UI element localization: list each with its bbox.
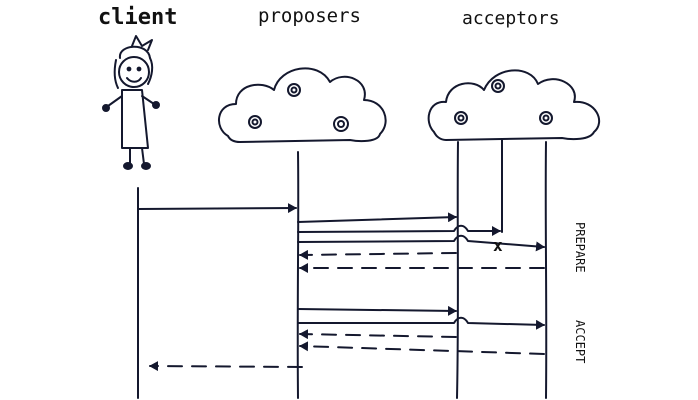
proposers-cloud: [218, 67, 387, 143]
proposer-lifeline: [296, 151, 300, 399]
proposers-label: proposers: [258, 5, 361, 27]
acceptors-cloud-dots: [454, 79, 553, 125]
accept-phase-label: ACCEPT: [573, 320, 587, 363]
accepted-arrow-acceptor-1: [299, 329, 457, 340]
accept-arrow-acceptor-3: [297, 316, 545, 330]
prepare-phase-label: PREPARE: [573, 222, 587, 273]
prepare-arrow-acceptor-3: [297, 234, 545, 252]
prepare-arrow-acceptor-1: [297, 212, 457, 223]
accepted-arrow-acceptor-3: [299, 341, 545, 355]
response-arrow: [149, 361, 303, 372]
messages: [137, 203, 545, 372]
client-figure: [102, 35, 160, 170]
accept-arrow-acceptor-1: [297, 305, 457, 316]
client-label: client: [98, 5, 177, 30]
acceptors-cloud: [427, 69, 601, 141]
proposers-cloud-dots: [248, 83, 349, 132]
promise-arrow-acceptor-1: [299, 249, 457, 260]
acceptor-3-lifeline: [544, 141, 548, 399]
acceptors-label: acceptors: [462, 8, 560, 29]
lost-message-marker: x: [493, 236, 503, 255]
request-arrow: [137, 203, 297, 214]
lifelines: [137, 139, 548, 399]
acceptor-1-lifeline: [456, 141, 459, 399]
prepare-arrow-acceptor-2: [297, 224, 501, 236]
